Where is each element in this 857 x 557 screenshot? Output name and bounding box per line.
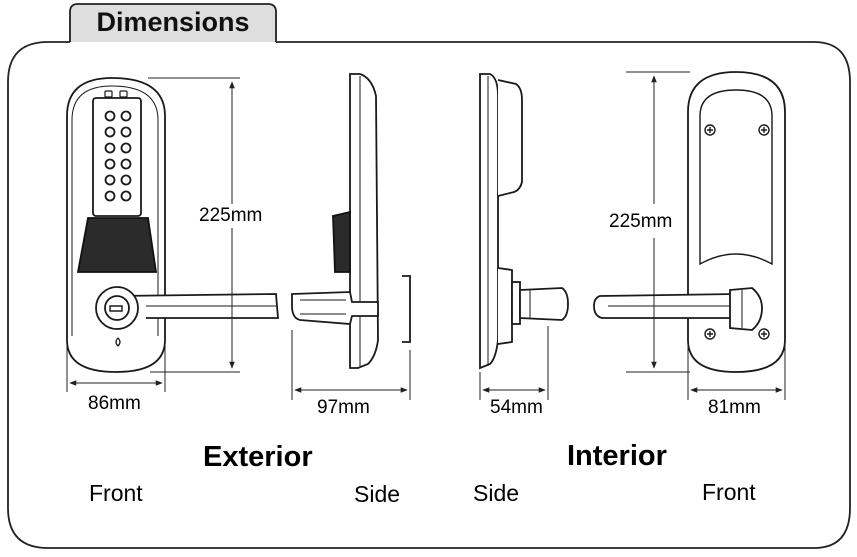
interior-front-view bbox=[593, 71, 786, 373]
exterior-front-height-label: 225mm bbox=[199, 205, 263, 226]
mounting-screws bbox=[704, 124, 770, 340]
exterior-side-dim-lines bbox=[291, 330, 411, 400]
interior-front-height-label: 225mm bbox=[609, 211, 673, 232]
exterior-front-width-label: 86mm bbox=[88, 393, 141, 414]
interior-front-caption: Front bbox=[702, 479, 756, 505]
interior-side-caption: Side bbox=[473, 480, 520, 506]
interior-heading: Interior bbox=[567, 440, 667, 472]
exterior-front-dim-lines bbox=[66, 77, 240, 392]
keypad-buttons bbox=[104, 110, 132, 202]
interior-front-dim-lines bbox=[626, 71, 786, 400]
interior-front-width-label: 81mm bbox=[708, 397, 761, 418]
interior-side-dim-lines bbox=[479, 326, 549, 400]
panel-frame bbox=[7, 41, 851, 549]
exterior-heading: Exterior bbox=[203, 441, 313, 473]
exterior-side-view bbox=[291, 73, 411, 369]
exterior-side-depth-label: 97mm bbox=[317, 397, 370, 418]
panel-title: Dimensions bbox=[96, 6, 250, 37]
exterior-front-view bbox=[66, 77, 279, 373]
interior-side-view bbox=[479, 73, 569, 370]
exterior-front-caption: Front bbox=[89, 480, 143, 506]
title-tab bbox=[69, 3, 277, 42]
interior-side-depth-label: 54mm bbox=[490, 397, 543, 418]
exterior-side-caption: Side bbox=[354, 481, 401, 507]
